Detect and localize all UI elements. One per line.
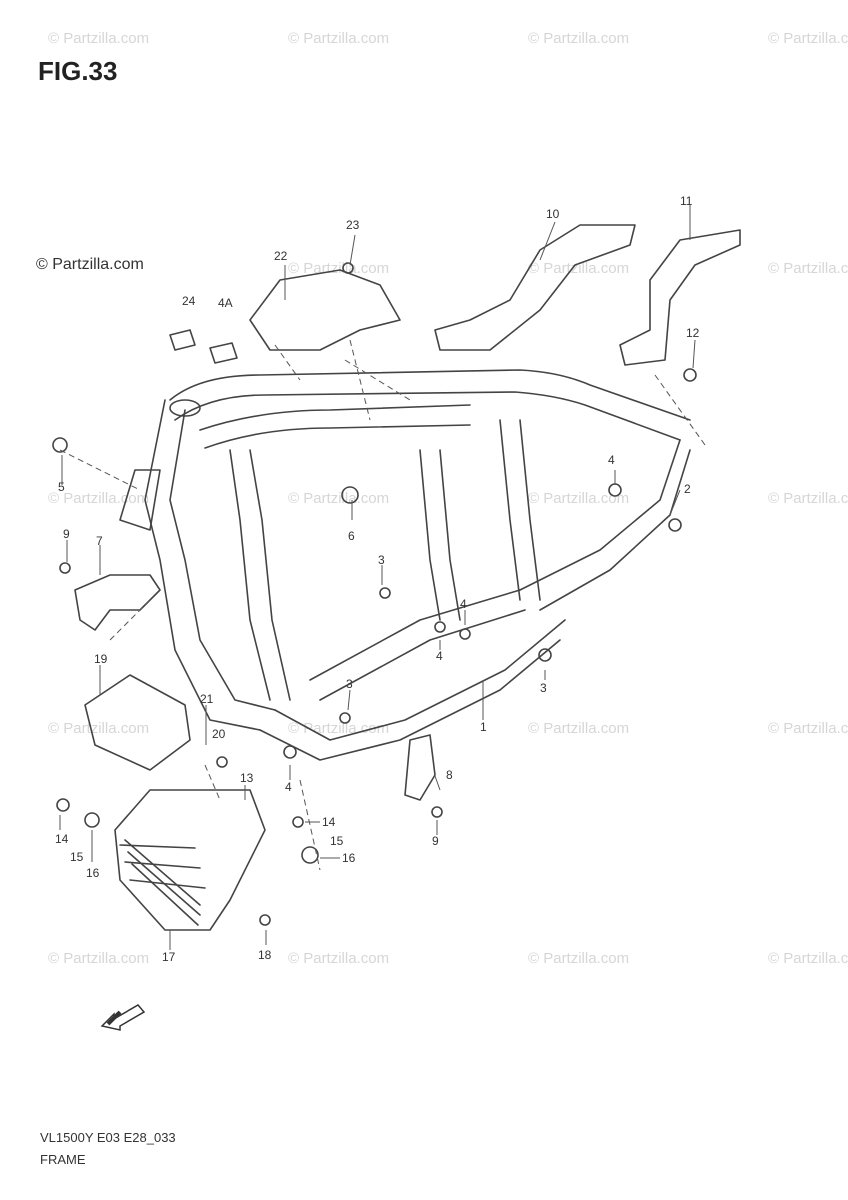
watermark: © Partzilla.com (528, 490, 630, 507)
callout-label: 12 (686, 326, 700, 340)
fwd-arrow-icon (100, 1004, 146, 1031)
callout-label: 17 (162, 950, 176, 964)
watermark: © Partzilla.com (768, 260, 848, 277)
callout-label: 24 (182, 294, 196, 308)
callout-label: 10 (546, 207, 560, 221)
watermark: © Partzilla.com (48, 950, 150, 967)
model-code: VL1500Y E03 E28_033 (40, 1130, 176, 1145)
callout-label: 4 (460, 597, 467, 611)
watermark: © Partzilla.com (48, 490, 150, 507)
watermark: © Partzilla.com (288, 950, 390, 967)
callout-label: 14 (55, 832, 69, 846)
callout-label: 15 (330, 834, 344, 848)
callout-label: 19 (94, 652, 108, 666)
callout-label: 22 (274, 249, 288, 263)
callout-label: 15 (70, 850, 84, 864)
callout-label: 14 (322, 815, 336, 829)
callout-label: 23 (346, 218, 360, 232)
watermark: © Partzilla.com (528, 720, 630, 737)
callout-label: 8 (446, 768, 453, 782)
callout-label: 3 (378, 553, 385, 567)
watermark: © Partzilla.com (768, 720, 848, 737)
callout-label: 3 (346, 677, 353, 691)
callout-label: 4 (285, 780, 292, 794)
callout-label: 3 (540, 681, 547, 695)
callout-label: 4 (436, 649, 443, 663)
callout-label: 4 (608, 453, 615, 467)
watermark: © Partzilla.com (528, 950, 630, 967)
callout-label: 20 (212, 727, 226, 741)
callout-label: 16 (86, 866, 100, 880)
callout-label: 6 (348, 529, 355, 543)
callout-label: 2 (684, 482, 691, 496)
callout-label: 18 (258, 948, 272, 962)
watermark: © Partzilla.com (768, 30, 848, 47)
callout-label: 5 (58, 480, 65, 494)
watermark: © Partzilla.com (48, 30, 150, 47)
watermark: © Partzilla.com (288, 720, 390, 737)
callout-label: 11 (680, 194, 693, 208)
partzilla-logo: © Partzilla.com (36, 256, 144, 273)
watermark: © Partzilla.com (528, 30, 630, 47)
callout-label: 1 (480, 720, 487, 734)
figure-title: FIG.33 (38, 56, 118, 86)
callout-label: 4A (218, 296, 233, 310)
watermark: © Partzilla.com (48, 720, 150, 737)
callout-label: 7 (96, 534, 103, 548)
watermark: © Partzilla.com (288, 30, 390, 47)
diagram-name: FRAME (40, 1152, 86, 1167)
callout-label: 21 (200, 692, 214, 706)
callout-label: 9 (432, 834, 439, 848)
callout-label: 16 (342, 851, 356, 865)
watermark: © Partzilla.com (528, 260, 630, 277)
callout-label: 9 (63, 527, 70, 541)
watermark: © Partzilla.com (768, 490, 848, 507)
watermark: © Partzilla.com (288, 490, 390, 507)
watermark: © Partzilla.com (768, 950, 848, 967)
callout-label: 13 (240, 771, 254, 785)
watermark: © Partzilla.com (288, 260, 390, 277)
